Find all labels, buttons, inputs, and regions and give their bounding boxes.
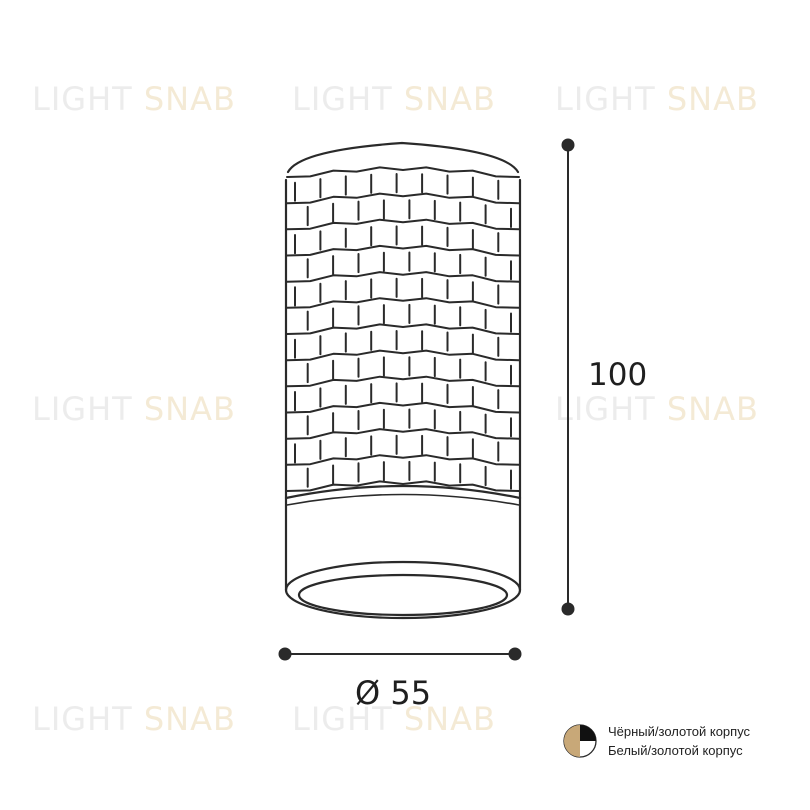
lamp-top-rim [286, 141, 520, 174]
watermark: LIGHT SNAB [292, 80, 496, 118]
legend-label-white-gold: Белый/золотой корпус [608, 743, 743, 758]
lamp-texture-band [286, 349, 520, 362]
watermark: LIGHT SNAB [32, 390, 236, 428]
lamp-texture-band [286, 323, 520, 335]
lamp-texture-band [286, 480, 520, 492]
lamp-body-outline [284, 178, 522, 592]
lamp-texture-band [286, 218, 520, 231]
diameter-label: Ø 55 [355, 674, 432, 712]
height-dimension-end [561, 602, 575, 616]
height-dimension [561, 138, 575, 616]
lamp-trim-edge-inner [286, 493, 520, 506]
lamp-texture-band [286, 244, 520, 257]
height-label: 100 [588, 357, 648, 393]
watermark: LIGHT SNAB [32, 700, 236, 738]
watermark: LIGHT SNAB [292, 700, 496, 738]
lamp-bottom-ring [284, 560, 522, 620]
legend-swatch [563, 724, 597, 758]
lamp-texture-band [286, 375, 520, 388]
lamp-texture-band [286, 271, 520, 283]
lamp-texture-band [286, 297, 520, 309]
height-dimension-end [561, 138, 575, 152]
lamp-texture-band [286, 428, 520, 440]
lamp-texture-band [286, 192, 520, 205]
lamp-texture-band [286, 401, 520, 414]
watermark: LIGHT SNAB [555, 390, 759, 428]
lamp-trim-edge [284, 484, 522, 500]
watermark: LIGHT SNAB [555, 80, 759, 118]
diameter-dimension-end [278, 647, 292, 661]
watermark: LIGHT SNAB [32, 80, 236, 118]
legend-label-black-gold: Чёрный/золотой корпус [608, 724, 751, 739]
diameter-dimension-end [508, 647, 522, 661]
lamp-texture-band [286, 454, 520, 466]
lamp-texture-band [286, 166, 520, 178]
lamp-bottom-opening [297, 573, 509, 617]
diameter-dimension [278, 647, 522, 661]
